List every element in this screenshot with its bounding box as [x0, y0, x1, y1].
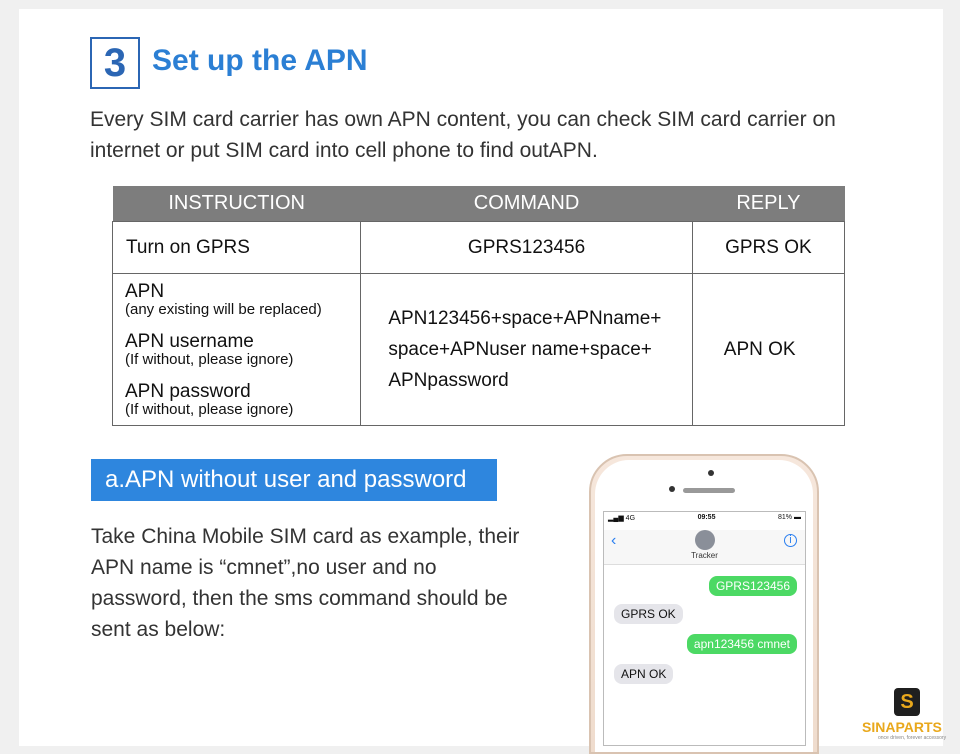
- message-bubble: APN OK: [614, 664, 674, 684]
- apn-table: INSTRUCTION COMMAND REPLY Turn on GPRS G…: [111, 186, 846, 426]
- brand-logo-icon: S: [894, 688, 920, 716]
- speaker-icon: [683, 488, 735, 493]
- section-banner: a.APN without user and password: [91, 459, 497, 501]
- command-line: space+APNuser name+space+: [388, 339, 652, 360]
- message-bubble: GPRS123456: [708, 576, 797, 596]
- command-line: APN123456+space+APNname+: [388, 308, 662, 329]
- info-icon[interactable]: i: [784, 534, 797, 547]
- page-title: Set up the APN: [152, 44, 368, 77]
- contact-name: Tracker: [691, 551, 718, 560]
- cell-command: APN123456+space+APNname+ space+APNuser n…: [360, 273, 693, 426]
- cell-reply: APN OK: [691, 273, 846, 426]
- cell-instruction: APN (any existing will be replaced) APN …: [111, 273, 362, 426]
- username-note: (If without, please ignore): [125, 350, 294, 368]
- header-instruction: INSTRUCTION: [112, 186, 361, 222]
- clock: 09:55: [697, 514, 716, 521]
- apn-label: APN: [125, 280, 165, 302]
- table-header-row: INSTRUCTION COMMAND REPLY: [112, 186, 845, 222]
- sensor-icon: [708, 470, 714, 476]
- header-reply: REPLY: [692, 186, 845, 222]
- avatar: [695, 530, 715, 550]
- brand-name: SINAPARTS: [862, 719, 942, 735]
- network-label: 4G: [625, 515, 636, 522]
- step-number: 3: [90, 37, 140, 89]
- command-line: APNpassword: [388, 370, 509, 391]
- phone-screen: ▂▄▆ 4G 09:55 81% ▬ ‹ Tracker i GPRS12345…: [603, 511, 806, 746]
- battery-percent: 81%: [778, 514, 793, 521]
- contact-header: ‹ Tracker i: [604, 530, 805, 565]
- header-command: COMMAND: [360, 186, 693, 222]
- intro-text: Every SIM card carrier has own APN conte…: [90, 108, 836, 162]
- message-bubble: apn123456 cmnet: [686, 634, 797, 654]
- cell-reply: GPRS OK: [691, 221, 846, 274]
- apn-note: (any existing will be replaced): [125, 300, 322, 318]
- battery-label: 81% ▬: [778, 514, 801, 521]
- brand-tagline: once driven, forever accessory: [878, 735, 947, 741]
- status-bar: ▂▄▆ 4G 09:55 81% ▬: [604, 512, 805, 530]
- cell-command: GPRS123456: [360, 221, 693, 274]
- signal-icon: ▂▄▆ 4G: [608, 515, 636, 522]
- table-row: APN (any existing will be replaced) APN …: [111, 273, 846, 426]
- table-row: Turn on GPRS GPRS123456 GPRS OK: [111, 221, 846, 274]
- password-note: (If without, please ignore): [125, 400, 294, 418]
- example-text: Take China Mobile SIM card as example, t…: [91, 525, 520, 641]
- message-bubble: GPRS OK: [614, 604, 683, 624]
- username-label: APN username: [125, 330, 254, 352]
- back-chevron-icon[interactable]: ‹: [611, 532, 617, 549]
- cell-instruction: Turn on GPRS: [111, 221, 362, 274]
- camera-icon: [669, 486, 675, 492]
- password-label: APN password: [125, 380, 251, 402]
